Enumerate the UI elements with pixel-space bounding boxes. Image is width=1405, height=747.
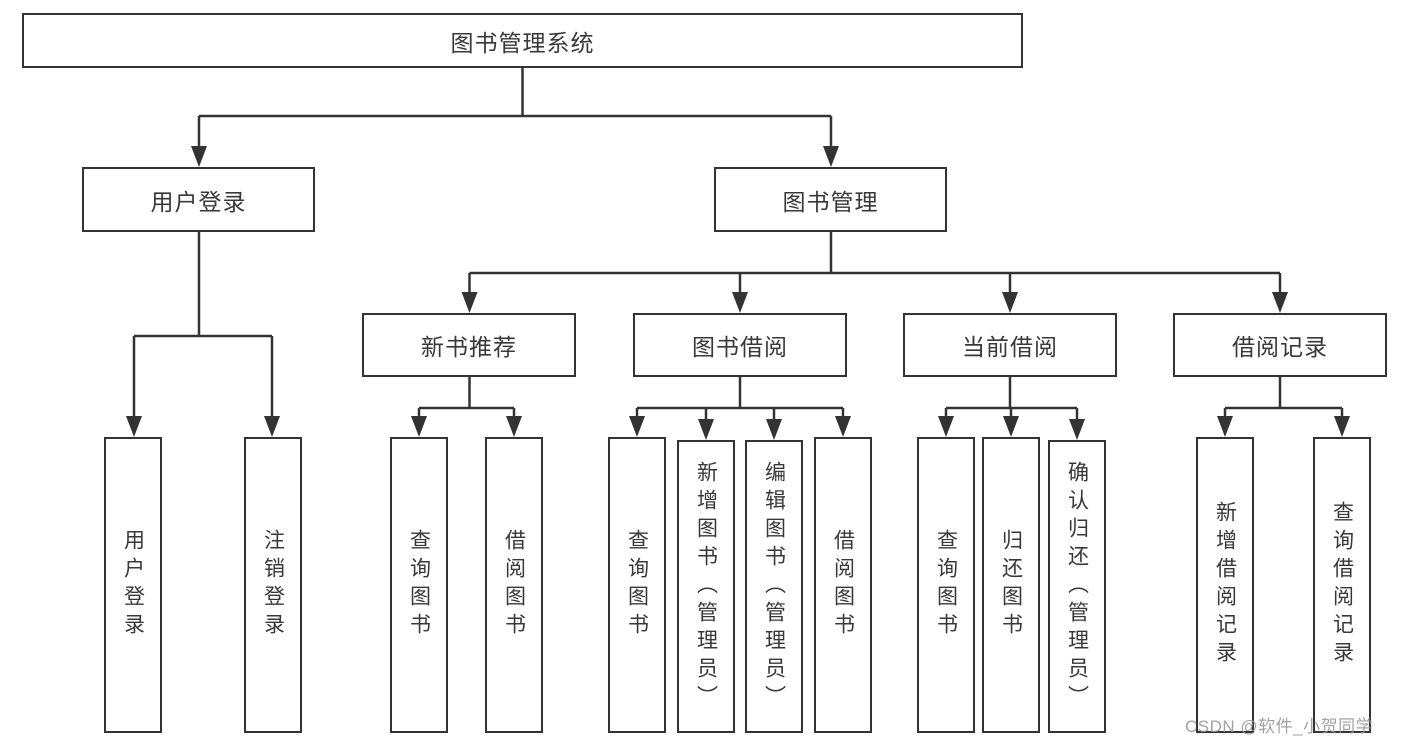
node-label: 新书推荐 [421,334,517,360]
node-label: 新增借阅记录 [1213,501,1237,669]
node-label: 确认归还（管理员） [1065,460,1089,713]
connector-book-management-to-level3 [468,232,1282,296]
arrow-down-icon [1002,292,1018,313]
node-label: 当前借阅 [962,334,1058,360]
csdn-watermark: CSDN @软件_小贺同学 [1185,717,1374,736]
arrow-down-icon [629,416,645,437]
node-label: 新增图书（管理员） [694,460,718,713]
leaf-query-books: 查询图书 [390,437,448,733]
node-new-book-recommendation: 新书推荐 [362,313,576,377]
connector-user-login-to-leaves [132,232,274,420]
node-label: 用户登录 [150,188,247,215]
arrow-down-icon [823,146,839,167]
leaf-user-login: 用户登录 [104,437,162,733]
connector-borrowing-records-to-leaves [1223,377,1344,420]
leaf-logout: 注销登录 [244,437,302,733]
leaf-query-books: 查询图书 [917,437,975,733]
leaf-return-books: 归还图书 [982,437,1040,733]
leaf-edit-book-admin: 编辑图书（管理员） [745,440,803,733]
node-book-borrowing: 图书借阅 [633,313,847,377]
node-current-borrowing: 当前借阅 [903,313,1117,377]
arrow-down-icon [506,416,522,437]
arrow-down-icon [411,416,427,437]
arrow-down-icon [938,416,954,437]
arrow-down-icon [732,292,748,313]
arrow-down-icon [126,416,142,437]
node-label: 借阅记录 [1232,334,1328,360]
connector-book-borrowing-to-leaves [635,377,845,423]
connector-root-to-level2 [197,68,833,150]
leaf-borrow-books: 借阅图书 [485,437,543,733]
leaf-confirm-return-admin: 确认归还（管理员） [1048,440,1106,733]
node-label: 归还图书 [999,529,1023,641]
arrow-down-icon [835,416,851,437]
arrow-down-icon [1272,292,1288,313]
node-label: 注销登录 [261,529,285,641]
node-label: 借阅图书 [502,529,526,641]
node-label: 编辑图书（管理员） [762,460,786,713]
node-user-login: 用户登录 [82,167,315,232]
node-book-management: 图书管理 [714,167,947,232]
arrow-down-icon [1334,416,1350,437]
arrow-down-icon [1003,416,1019,437]
arrow-down-icon [264,416,280,437]
node-label: 查询借阅记录 [1330,501,1354,669]
leaf-add-book-admin: 新增图书（管理员） [677,440,735,733]
arrow-down-icon [191,146,207,167]
arrow-down-icon [766,419,782,440]
node-label: 查询图书 [934,529,958,641]
node-label: 查询图书 [407,529,431,641]
arrow-down-icon [698,419,714,440]
leaf-query-books: 查询图书 [608,437,666,733]
leaf-add-borrowing-record: 新增借阅记录 [1196,437,1254,733]
connector-new-book-recommendation-to-leaves [417,377,516,420]
connector-current-borrowing-to-leaves [944,377,1079,423]
leaf-borrow-books: 借阅图书 [814,437,872,733]
node-library-management-system: 图书管理系统 [22,13,1023,68]
arrow-down-icon [461,292,478,313]
node-label: 图书管理系统 [450,29,595,56]
arrow-down-icons [126,146,1350,440]
leaf-query-borrowing-record: 查询借阅记录 [1313,437,1371,733]
arrow-down-icon [1069,419,1085,440]
node-label: 图书管理 [782,188,879,215]
node-borrowing-records: 借阅记录 [1173,313,1387,377]
node-label: 借阅图书 [831,529,855,641]
node-label: 图书借阅 [692,334,788,360]
node-label: 用户登录 [121,529,145,641]
arrow-down-icon [1217,416,1233,437]
node-label: 查询图书 [625,529,649,641]
